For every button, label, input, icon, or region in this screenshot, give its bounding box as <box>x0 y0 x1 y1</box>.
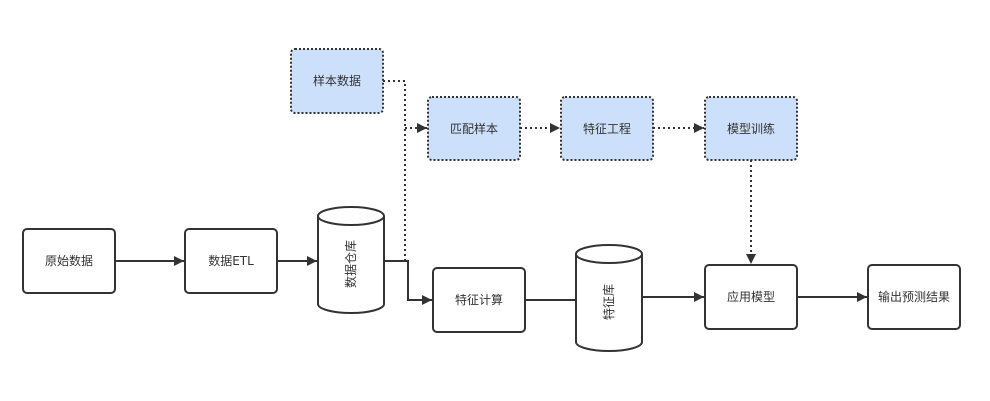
node-match-sample-label: 匹配样本 <box>450 121 498 136</box>
node-data-warehouse-label: 数据仓库 <box>343 240 358 288</box>
edges <box>115 256 867 305</box>
node-model-training[interactable]: 模型训练 <box>704 96 798 161</box>
node-feature-store[interactable]: 特征库 <box>575 244 643 352</box>
node-sample-data[interactable]: 样本数据 <box>290 48 384 114</box>
node-data-etl[interactable]: 数据ETL <box>184 228 278 294</box>
node-feature-engineering[interactable]: 特征工程 <box>560 96 654 161</box>
edge-sample-data-trunk[interactable] <box>383 80 406 260</box>
node-feature-compute-label: 特征计算 <box>455 292 503 307</box>
node-feature-store-label: 特征库 <box>601 284 616 320</box>
node-apply-model-label: 应用模型 <box>727 289 775 304</box>
node-model-training-label: 模型训练 <box>727 121 775 136</box>
node-output-result[interactable]: 输出预测结果 <box>867 264 961 330</box>
node-data-etl-label: 数据ETL <box>208 253 254 268</box>
node-feature-compute[interactable]: 特征计算 <box>432 267 526 333</box>
node-raw-data[interactable]: 原始数据 <box>22 228 116 294</box>
node-apply-model[interactable]: 应用模型 <box>704 264 798 330</box>
node-raw-data-label: 原始数据 <box>45 253 93 268</box>
edge-warehouse-to-feature-compute[interactable] <box>384 260 432 305</box>
node-data-warehouse[interactable]: 数据仓库 <box>317 206 385 314</box>
node-feature-engineering-label: 特征工程 <box>583 121 631 136</box>
node-match-sample[interactable]: 匹配样本 <box>427 96 521 161</box>
node-sample-data-label: 样本数据 <box>313 73 361 88</box>
dotted-edges <box>383 80 756 264</box>
node-output-result-label: 输出预测结果 <box>878 289 950 304</box>
